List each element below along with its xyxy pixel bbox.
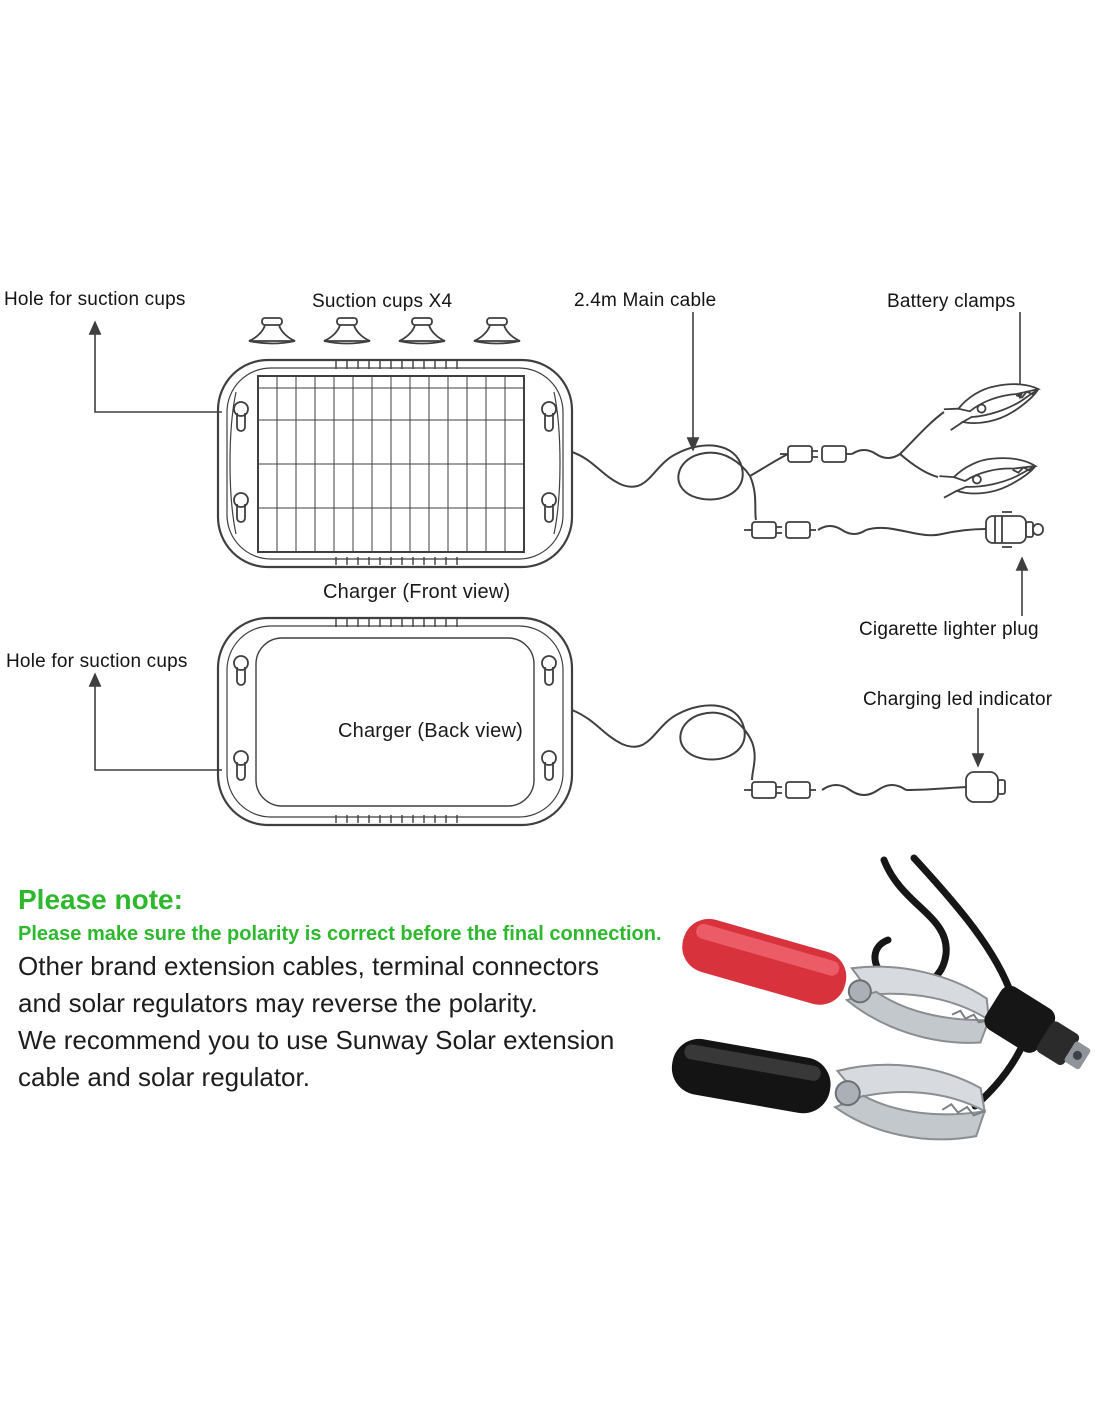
arrow-hole-front (88, 320, 222, 413)
red-clamp (682, 918, 991, 1044)
label-hole-suction-bottom: Hole for suction cups (6, 651, 188, 672)
battery-clamp-upper-drawing (940, 372, 1045, 435)
led-indicator-drawing (965, 771, 1006, 803)
main-cable-drawing (571, 372, 1045, 548)
note-line-2: and solar regulators may reverse the pol… (18, 988, 538, 1018)
note-subtitle: Please make sure the polarity is correct… (18, 923, 662, 945)
note-title: Please note: (18, 884, 183, 915)
label-suction-cups: Suction cups X4 (312, 291, 453, 312)
sae-connector-lower (743, 521, 817, 539)
caption-charger-back: Charger (Back view) (338, 720, 523, 742)
caption-charger-front: Charger (Front view) (323, 581, 511, 603)
note-body: Other brand extension cables, terminal c… (18, 948, 614, 1096)
charger-front-drawing (216, 317, 574, 569)
note-line-4: cable and solar regulator. (18, 1062, 310, 1092)
label-cigarette-plug: Cigarette lighter plug (859, 619, 1039, 640)
sae-connector-upper (779, 445, 853, 463)
label-led-indicator: Charging led indicator (863, 689, 1053, 710)
label-hole-suction-top: Hole for suction cups (4, 289, 186, 310)
sae-connector-back (743, 781, 817, 799)
charger-back-drawing (216, 616, 574, 827)
solar-panel-grid (257, 375, 525, 553)
label-main-cable: 2.4m Main cable (574, 290, 717, 311)
black-clamp (671, 1038, 987, 1141)
note-line-1: Other brand extension cables, terminal c… (18, 951, 599, 981)
sae-connector-photo (984, 985, 1091, 1070)
back-cable-drawing (571, 704, 1006, 803)
label-battery-clamps: Battery clamps (887, 291, 1016, 312)
callout-arrows (88, 312, 1029, 771)
battery-clamp-lower-drawing (937, 448, 1040, 503)
battery-clamps-photo (671, 854, 1091, 1141)
note-line-3: We recommend you to use Sunway Solar ext… (18, 1025, 615, 1055)
arrow-hole-back (88, 672, 222, 771)
cigarette-plug-drawing (985, 511, 1044, 548)
